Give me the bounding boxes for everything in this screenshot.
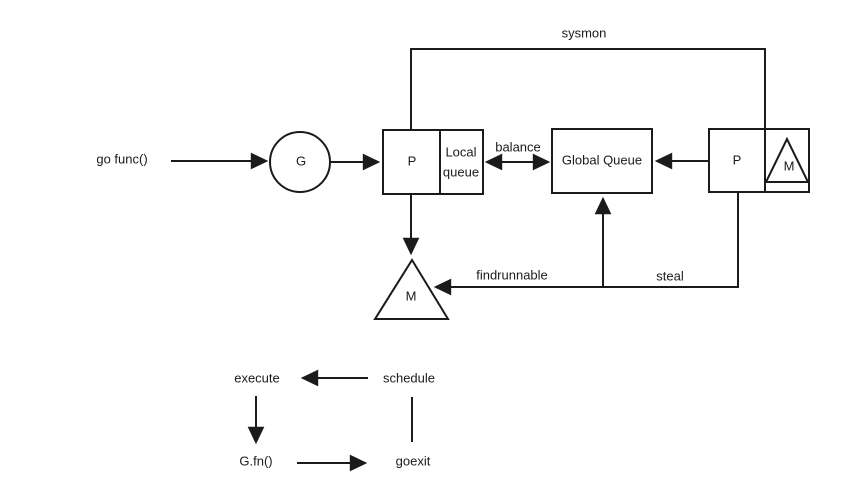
m-in-p-triangle — [764, 136, 810, 183]
goexit-label: goexit — [395, 453, 431, 469]
global-queue-label: Global Queue — [561, 152, 643, 168]
sysmon-label: sysmon — [561, 25, 607, 41]
steal-label: steal — [656, 268, 684, 284]
p-left-box — [382, 129, 484, 195]
go-func-label: go func() — [96, 151, 148, 167]
schedule-label: schedule — [382, 370, 436, 386]
gfn-label: G.fn() — [239, 453, 273, 469]
global-queue-box — [551, 128, 653, 194]
m-worker-label: M — [405, 288, 417, 304]
findrunnable-label: findrunnable — [476, 267, 548, 283]
balance-label: balance — [495, 139, 541, 155]
sysmon-line — [410, 48, 766, 130]
local-queue-label: Local queue — [442, 144, 480, 180]
p-right-label: P — [732, 152, 742, 168]
m-worker-triangle — [373, 258, 450, 320]
execute-label: execute — [234, 370, 280, 386]
g-label: G — [295, 153, 307, 169]
m-in-p-label: M — [783, 158, 795, 174]
p-left-label: P — [407, 153, 417, 169]
goroutine-circle — [269, 131, 331, 193]
p-right-box — [708, 128, 810, 193]
